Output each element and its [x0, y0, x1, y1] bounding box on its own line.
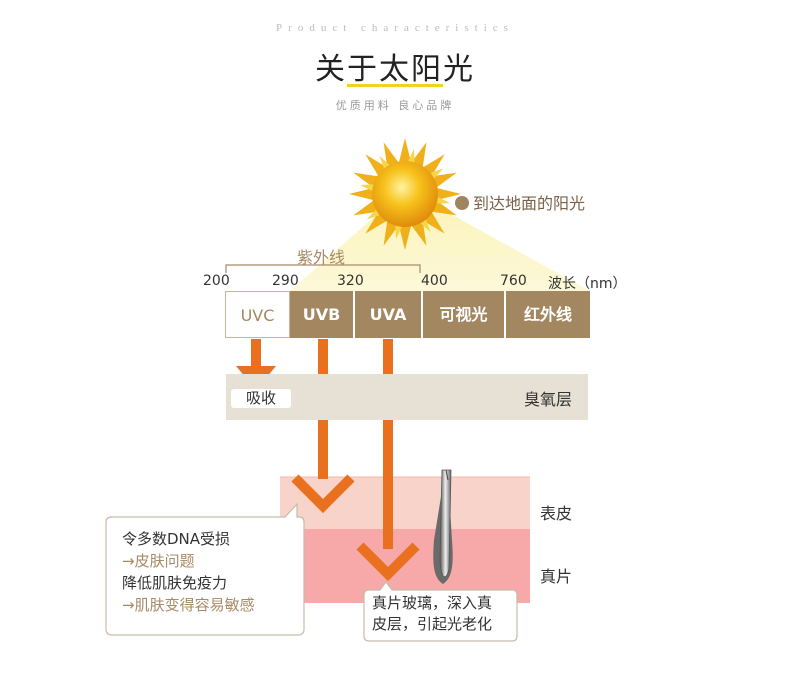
uva-callout-text: 真片玻璃，深入真 皮层，引起光老化 [372, 593, 492, 635]
tick-400: 400 [421, 273, 448, 289]
band-infrared: 红外线 [506, 291, 590, 338]
tick-760: 760 [500, 273, 527, 289]
uvb-callout-line3: 降低肌肤免疫力 [122, 572, 255, 594]
wavelength-axis-label: 波长（nm） [548, 273, 627, 293]
band-uvb: UVB [290, 291, 354, 338]
uvb-callout-text: 令多数DNA受损 →皮肤问题 降低肌肤免疫力 →肌肤变得容易敏感 [122, 528, 255, 616]
sun-icon [349, 138, 461, 250]
sunlight-label: 到达地面的阳光 [455, 190, 585, 214]
tick-290: 290 [272, 273, 299, 289]
uvb-callout-line1: 令多数DNA受损 [122, 528, 255, 550]
band-uva: UVA [355, 291, 422, 338]
epidermis-label: 表皮 [540, 500, 572, 524]
tick-320: 320 [337, 273, 364, 289]
absorb-label: 吸收 [231, 389, 291, 408]
tick-200: 200 [203, 273, 230, 289]
sunlight-label-text: 到达地面的阳光 [473, 194, 585, 213]
band-visible: 可视光 [423, 291, 505, 338]
ozone-layer-label: 臭氧层 [524, 386, 572, 410]
band-uvc: UVC [225, 291, 290, 338]
dermis-label: 真片 [540, 563, 572, 587]
uvb-callout-line2: →皮肤问题 [122, 550, 255, 572]
bullet-dot [455, 196, 469, 210]
uva-callout-line1: 真片玻璃，深入真 [372, 593, 492, 614]
uv-group-label: 紫外线 [297, 244, 345, 268]
uvb-callout-line4: →肌肤变得容易敏感 [122, 594, 255, 616]
uva-callout-line2: 皮层，引起光老化 [372, 614, 492, 635]
